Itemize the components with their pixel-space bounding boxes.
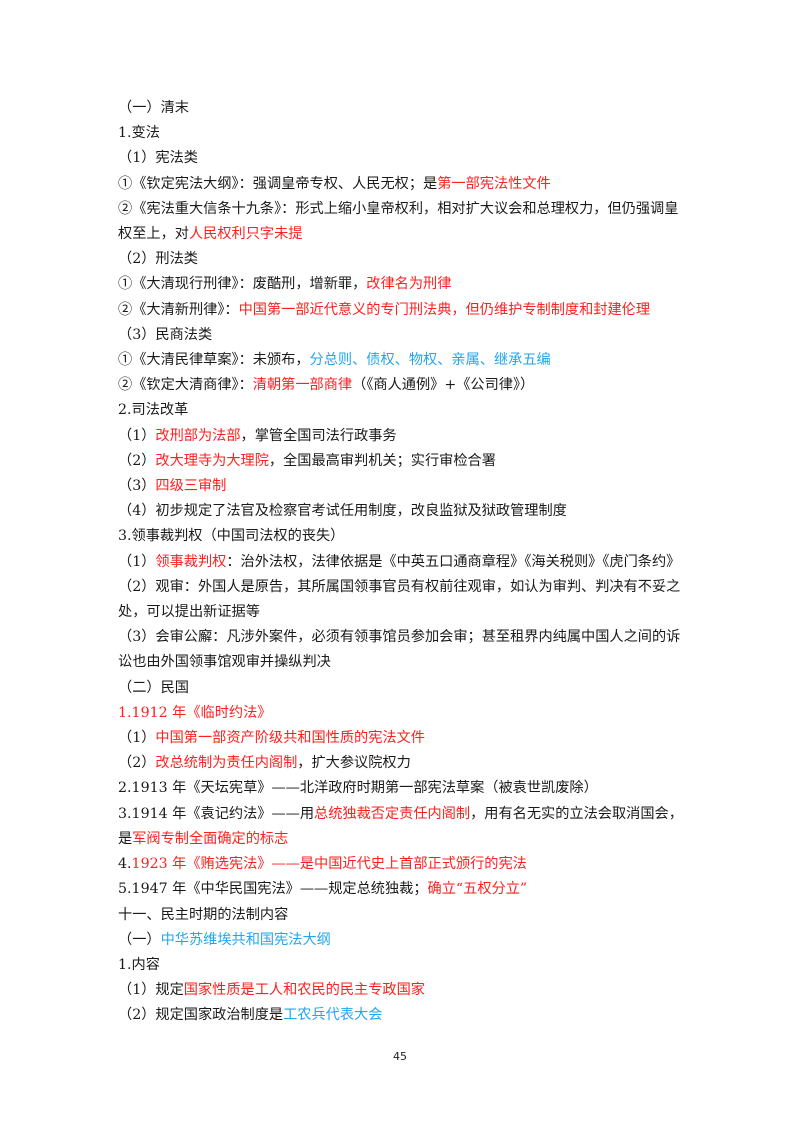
document-body: （一）清末 1.变法 （1）宪法类 ①《钦定宪法大纲》：强调皇帝专权、人民无权；是第一… <box>118 96 684 1029</box>
text-line: （2）刑法类 <box>118 247 684 272</box>
text-segment: （1） <box>118 553 156 570</box>
text-segment: （3）会审公廨：凡涉外案件，必须有领事馆员参加会审；甚至租界内纯属中国人之间的诉… <box>118 629 681 671</box>
text-line: （1）改刑部为法部，掌管全国司法行政事务 <box>118 424 684 449</box>
text-line: （二）民国 <box>118 676 684 701</box>
text-segment: 1.内容 <box>118 956 160 973</box>
text-segment: 十一、民主时期的法制内容 <box>118 906 289 923</box>
text-segment: （2） <box>118 452 156 469</box>
text-segment: ①《大清民律草案》：未颁布， <box>118 352 310 369</box>
text-segment: ②《宪法重大信条十九条》：形式上缩小皇帝权利，相对扩大议会和总理权力，但仍强调皇… <box>118 200 679 243</box>
text-segment: 4. <box>118 856 132 873</box>
text-line: ②《钦定大清商律》：清朝第一部商律（《商人通例》+《公司律》） <box>118 373 684 398</box>
red-highlight-text: 中国第一部资产阶级共和国性质的宪法文件 <box>155 730 425 747</box>
text-line: 2.1913 年《天坛宪草》——北洋政府时期第一部宪法草案（被袁世凯废除） <box>118 776 684 801</box>
red-highlight-text: 清朝第一部商律 <box>252 377 353 394</box>
text-segment: （4）初步规定了法官及检察官考试任用制度，改良监狱及狱政管理制度 <box>118 503 567 520</box>
red-highlight-text: 国家性质是工人和农民的民主专政国家 <box>183 982 425 999</box>
red-highlight-text: 四级三审制 <box>155 478 227 495</box>
text-line: （一）清末 <box>118 96 684 121</box>
text-line: 1.1912 年《临时约法》 <box>118 701 684 726</box>
text-line: 十一、民主时期的法制内容 <box>118 903 684 928</box>
text-segment: （3）民商法类 <box>118 326 213 343</box>
text-segment: （一） <box>118 931 161 948</box>
text-line: 1.变法 <box>118 121 684 146</box>
text-line: 3.领事裁判权（中国司法权的丧失） <box>118 524 684 549</box>
text-line: （1）中国第一部资产阶级共和国性质的宪法文件 <box>118 726 684 751</box>
text-segment: ，掌管全国司法行政事务 <box>240 427 397 444</box>
red-highlight-text: 改大理寺为大理院 <box>155 452 269 469</box>
text-line: （4）初步规定了法官及检察官考试任用制度，改良监狱及狱政管理制度 <box>118 499 684 524</box>
text-segment: （二）民国 <box>118 679 189 696</box>
text-line: （3）四级三审制 <box>118 474 684 499</box>
text-segment: ，用有名无实的立法会取消国会，是 <box>118 805 683 847</box>
red-highlight-text: 1.1912 年《临时约法》 <box>118 704 272 721</box>
red-highlight-text: 领事裁判权 <box>155 553 227 570</box>
text-segment: 5.1947 年《中华民国宪法》——规定总统独裁； <box>118 881 428 898</box>
text-segment: ①《钦定宪法大纲》：强调皇帝专权、人民无权；是 <box>118 175 438 192</box>
text-segment: ，扩大参议院权力 <box>297 755 411 772</box>
text-line: （1）宪法类 <box>118 146 684 171</box>
text-segment: 2.司法改革 <box>118 402 189 419</box>
text-segment: 2.1913 年《天坛宪草》——北洋政府时期第一部宪法草案（被袁世凯废除） <box>118 780 598 797</box>
red-highlight-text: 人民权利只字未提 <box>188 226 303 243</box>
text-segment: （3） <box>118 478 156 495</box>
text-line: （2）规定国家政治制度是工农兵代表大会 <box>118 1003 684 1028</box>
text-line: （3）民商法类 <box>118 323 684 348</box>
page-number: 45 <box>393 1050 407 1063</box>
text-line: （1）规定国家性质是工人和农民的民主专政国家 <box>118 978 684 1003</box>
text-segment: ：治外法权，法律依据是《中英五口通商章程》《海关税则》《虎门条约》 <box>226 553 681 570</box>
text-line: （2）改总统制为责任内阁制，扩大参议院权力 <box>118 751 684 776</box>
text-segment: （《商人通例》+《公司律》） <box>352 377 535 394</box>
red-highlight-text: 中国第一部近代意义的专门刑法典，但仍维护专制制度和封建伦理 <box>238 301 651 318</box>
text-segment: （2）刑法类 <box>118 251 198 268</box>
text-segment: 3.领事裁判权（中国司法权的丧失） <box>118 528 345 545</box>
text-line: ②《大清新刑律》：中国第一部近代意义的专门刑法典，但仍维护专制制度和封建伦理 <box>118 298 684 323</box>
red-highlight-text: 改刑部为法部 <box>155 427 241 444</box>
text-segment: ②《钦定大清商律》： <box>118 377 253 394</box>
red-highlight-text: 第一部宪法性文件 <box>437 175 551 192</box>
text-line: （一）中华苏维埃共和国宪法大纲 <box>118 928 684 953</box>
text-segment: （2）观审：外国人是原告，其所属国领事官员有权前往观审，如认为审判、判决有不妥之… <box>118 578 681 621</box>
text-segment: ，全国最高审判机关；实行审检合署 <box>268 452 496 469</box>
text-line: （2）改大理寺为大理院，全国最高审判机关；实行审检合署 <box>118 449 684 474</box>
text-line: 2.司法改革 <box>118 398 684 423</box>
text-segment: （一）清末 <box>118 100 189 116</box>
text-segment: ②《大清新刑律》： <box>118 301 239 318</box>
text-line: ①《大清民律草案》：未颁布，分总则、债权、物权、亲属、继承五编 <box>118 348 684 373</box>
text-line: 5.1947 年《中华民国宪法》——规定总统独裁；确立“五权分立” <box>118 877 684 902</box>
text-line: 3.1914 年《袁记约法》——用总统独裁否定责任内阁制，用有名无实的立法会取消… <box>118 802 684 852</box>
text-segment: （2）规定国家政治制度是 <box>118 1007 284 1024</box>
red-highlight-text: 确立“五权分立” <box>427 881 528 898</box>
red-highlight-text: 军阀专制全面确定的标志 <box>132 830 289 847</box>
text-segment: 3.1914 年《袁记约法》——用 <box>118 805 315 822</box>
text-line: ①《钦定宪法大纲》：强调皇帝专权、人民无权；是第一部宪法性文件 <box>118 172 684 197</box>
text-segment: （2） <box>118 755 156 772</box>
text-segment: （1）宪法类 <box>118 150 198 167</box>
blue-highlight-text: 中华苏维埃共和国宪法大纲 <box>160 931 331 948</box>
text-segment: 1.变法 <box>118 125 160 142</box>
text-line: 1.内容 <box>118 953 684 978</box>
text-segment: ①《大清现行刑律》：废酷刑，增新罪， <box>118 276 367 293</box>
blue-highlight-text: 工农兵代表大会 <box>283 1007 383 1024</box>
text-line: （2）观审：外国人是原告，其所属国领事官员有权前往观审，如认为审判、判决有不妥之… <box>118 575 684 625</box>
text-line: （3）会审公廨：凡涉外案件，必须有领事馆员参加会审；甚至租界内纯属中国人之间的诉… <box>118 625 684 675</box>
red-highlight-text: 改律名为刑律 <box>366 276 452 293</box>
red-highlight-text: 1923 年《贿选宪法》——是中国近代史上首部正式颁行的宪法 <box>131 856 527 873</box>
text-line: ①《大清现行刑律》：废酷刑，增新罪，改律名为刑律 <box>118 272 684 297</box>
text-segment: （1） <box>118 730 156 747</box>
text-line: （1）领事裁判权：治外法权，法律依据是《中英五口通商章程》《海关税则》《虎门条约… <box>118 550 684 575</box>
text-segment: （1）规定 <box>118 982 184 999</box>
blue-highlight-text: 分总则、债权、物权、亲属、继承五编 <box>309 352 551 369</box>
text-line: 4.1923 年《贿选宪法》——是中国近代史上首部正式颁行的宪法 <box>118 852 684 877</box>
red-highlight-text: 改总统制为责任内阁制 <box>155 755 298 772</box>
red-highlight-text: 总统独裁否定责任内阁制 <box>314 805 471 822</box>
text-line: ②《宪法重大信条十九条》：形式上缩小皇帝权利，相对扩大议会和总理权力，但仍强调皇… <box>118 197 684 247</box>
text-segment: （1） <box>118 427 156 444</box>
